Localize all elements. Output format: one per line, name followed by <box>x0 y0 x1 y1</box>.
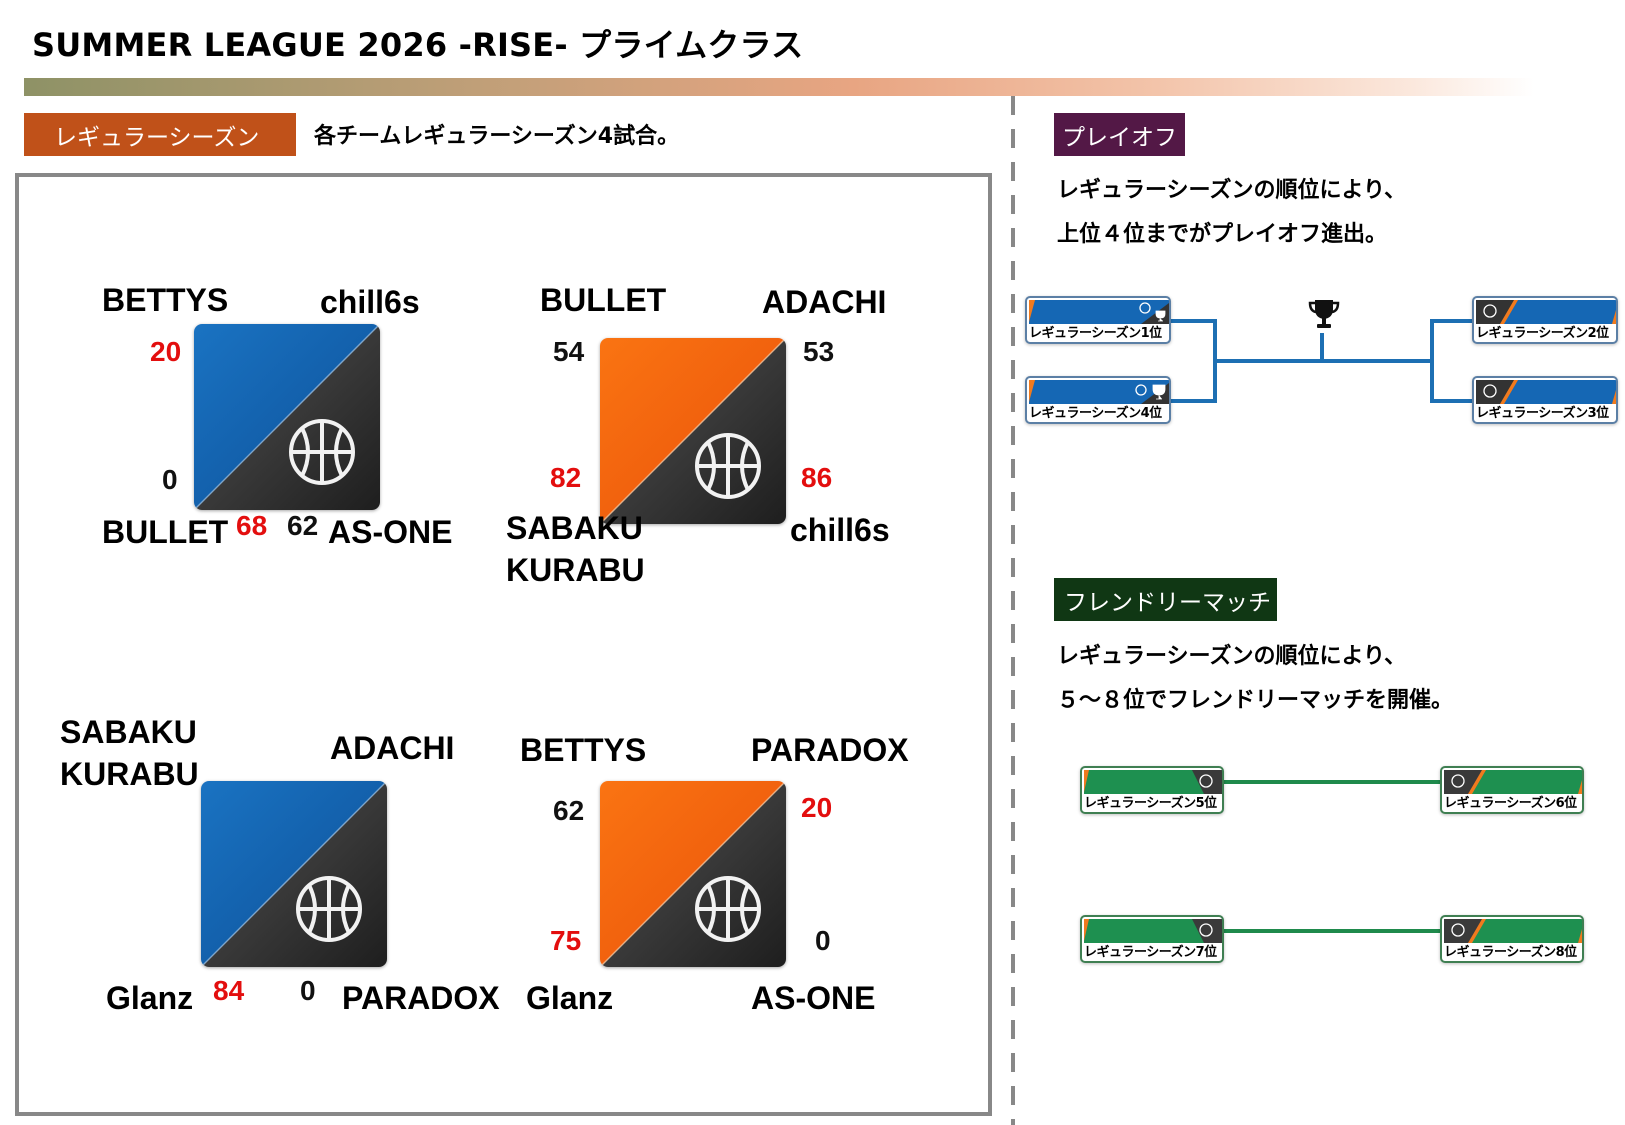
playoff-label-text: プレイオフ <box>1062 124 1177 151</box>
seed-card-4: レギュラーシーズン4位 <box>1025 376 1171 424</box>
card-banner <box>1029 300 1169 324</box>
basketball-icon <box>1139 302 1151 314</box>
team-name: BETTYS <box>520 732 647 768</box>
score: 62 <box>287 510 319 541</box>
match-tile-orange <box>600 781 786 967</box>
playoff-bracket-lines <box>1170 319 1472 403</box>
card-banner <box>1084 770 1222 794</box>
tile-graphic <box>201 781 387 967</box>
seed-label: レギュラーシーズン5位 <box>1084 796 1217 811</box>
header-gradient-bar <box>24 78 1534 96</box>
match-tile-blue <box>194 324 380 510</box>
regular-season-panel <box>15 173 992 1116</box>
basketball-icon <box>1199 774 1213 788</box>
tile-graphic <box>600 338 786 524</box>
score: 54 <box>553 336 585 367</box>
basketball-icon <box>1451 923 1465 937</box>
basketball-icon <box>1135 384 1147 396</box>
basketball-icon <box>695 876 761 942</box>
seed-card-3: レギュラーシーズン3位 <box>1472 376 1618 424</box>
friendly-description-line-2: ５～８位でフレンドリーマッチを開催。 <box>1057 688 1454 713</box>
score: 62 <box>553 795 585 826</box>
score: 20 <box>801 792 833 823</box>
trophy-icon <box>1155 310 1166 322</box>
playoff-description-line-1: レギュラーシーズンの順位により、 <box>1057 178 1407 203</box>
seed-label: レギュラーシーズン4位 <box>1029 406 1162 421</box>
tile-graphic <box>194 324 380 510</box>
score: 53 <box>803 336 835 367</box>
team-name: BULLET <box>540 282 667 318</box>
seed-label: レギュラーシーズン6位 <box>1444 796 1577 811</box>
basketball-icon <box>1199 923 1213 937</box>
seed-label: レギュラーシーズン8位 <box>1444 945 1577 960</box>
card-banner <box>1476 380 1616 404</box>
basketball-icon <box>289 419 355 485</box>
seed-card-7: レギュラーシーズン7位 <box>1080 915 1224 963</box>
seed-card-5: レギュラーシーズン5位 <box>1080 766 1224 814</box>
page-title: SUMMER LEAGUE 2026 -RISE- プライムクラス <box>32 26 804 64</box>
trophy-icon <box>1308 300 1340 328</box>
basketball-icon <box>1483 384 1497 398</box>
team-name: BULLET <box>102 514 229 550</box>
basketball-icon <box>296 876 362 942</box>
seed-card-6: レギュラーシーズン6位 <box>1440 766 1584 814</box>
seed-card-1: レギュラーシーズン1位 <box>1025 296 1171 344</box>
trophy-icon <box>1152 384 1166 400</box>
team-name: Glanz <box>106 980 194 1016</box>
card-banner <box>1084 919 1222 943</box>
card-banner <box>1476 300 1616 324</box>
playoff-label: プレイオフ <box>1054 113 1185 156</box>
team-name: SABAKU KURABU <box>506 510 645 588</box>
friendly-match-label-text: フレンドリーマッチ <box>1064 589 1271 616</box>
seed-card-2: レギュラーシーズン2位 <box>1472 296 1618 344</box>
team-name: AS-ONE <box>751 980 876 1016</box>
playoff-description-line-2: 上位４位までがプレイオフ進出。 <box>1057 222 1388 247</box>
card-banner <box>1029 380 1169 404</box>
seed-label: レギュラーシーズン7位 <box>1084 945 1217 960</box>
section-divider <box>1011 96 1015 1125</box>
card-banner <box>1444 919 1582 943</box>
score: 0 <box>162 464 178 495</box>
team-name: AS-ONE <box>328 514 453 550</box>
card-banner <box>1444 770 1582 794</box>
team-name: BETTYS <box>102 282 229 318</box>
regular-season-label: レギュラーシーズン <box>24 113 296 156</box>
friendly-description-line-1: レギュラーシーズンの順位により、 <box>1057 644 1407 669</box>
score: 86 <box>801 462 833 493</box>
team-name: PARADOX <box>342 980 500 1016</box>
tile-graphic <box>600 781 786 967</box>
team-name: chill6s <box>790 512 890 548</box>
seed-card-8: レギュラーシーズン8位 <box>1440 915 1584 963</box>
score: 68 <box>236 510 268 541</box>
score: 0 <box>300 975 316 1006</box>
basketball-icon <box>1483 304 1497 318</box>
team-name: ADACHI <box>330 730 455 766</box>
score: 0 <box>815 925 831 956</box>
basketball-icon <box>695 433 761 499</box>
seed-label: レギュラーシーズン1位 <box>1029 326 1162 341</box>
regular-season-description: 各チームレギュラーシーズン4試合。 <box>314 124 680 149</box>
score: 20 <box>150 336 182 367</box>
team-name: chill6s <box>320 284 420 320</box>
score: 82 <box>550 462 582 493</box>
team-name: ADACHI <box>762 284 887 320</box>
score: 75 <box>550 925 582 956</box>
match-tile-blue <box>201 781 387 967</box>
basketball-icon <box>1451 774 1465 788</box>
seed-label: レギュラーシーズン3位 <box>1476 406 1609 421</box>
match-tile-orange <box>600 338 786 524</box>
regular-season-label-text: レギュラーシーズン <box>54 124 260 151</box>
friendly-bracket-lines <box>1220 780 1445 933</box>
team-name: SABAKU KURABU <box>60 714 199 792</box>
team-name: Glanz <box>526 980 614 1016</box>
team-name: PARADOX <box>751 732 909 768</box>
friendly-match-label: フレンドリーマッチ <box>1054 578 1277 621</box>
seed-label: レギュラーシーズン2位 <box>1476 326 1609 341</box>
score: 84 <box>213 975 245 1006</box>
